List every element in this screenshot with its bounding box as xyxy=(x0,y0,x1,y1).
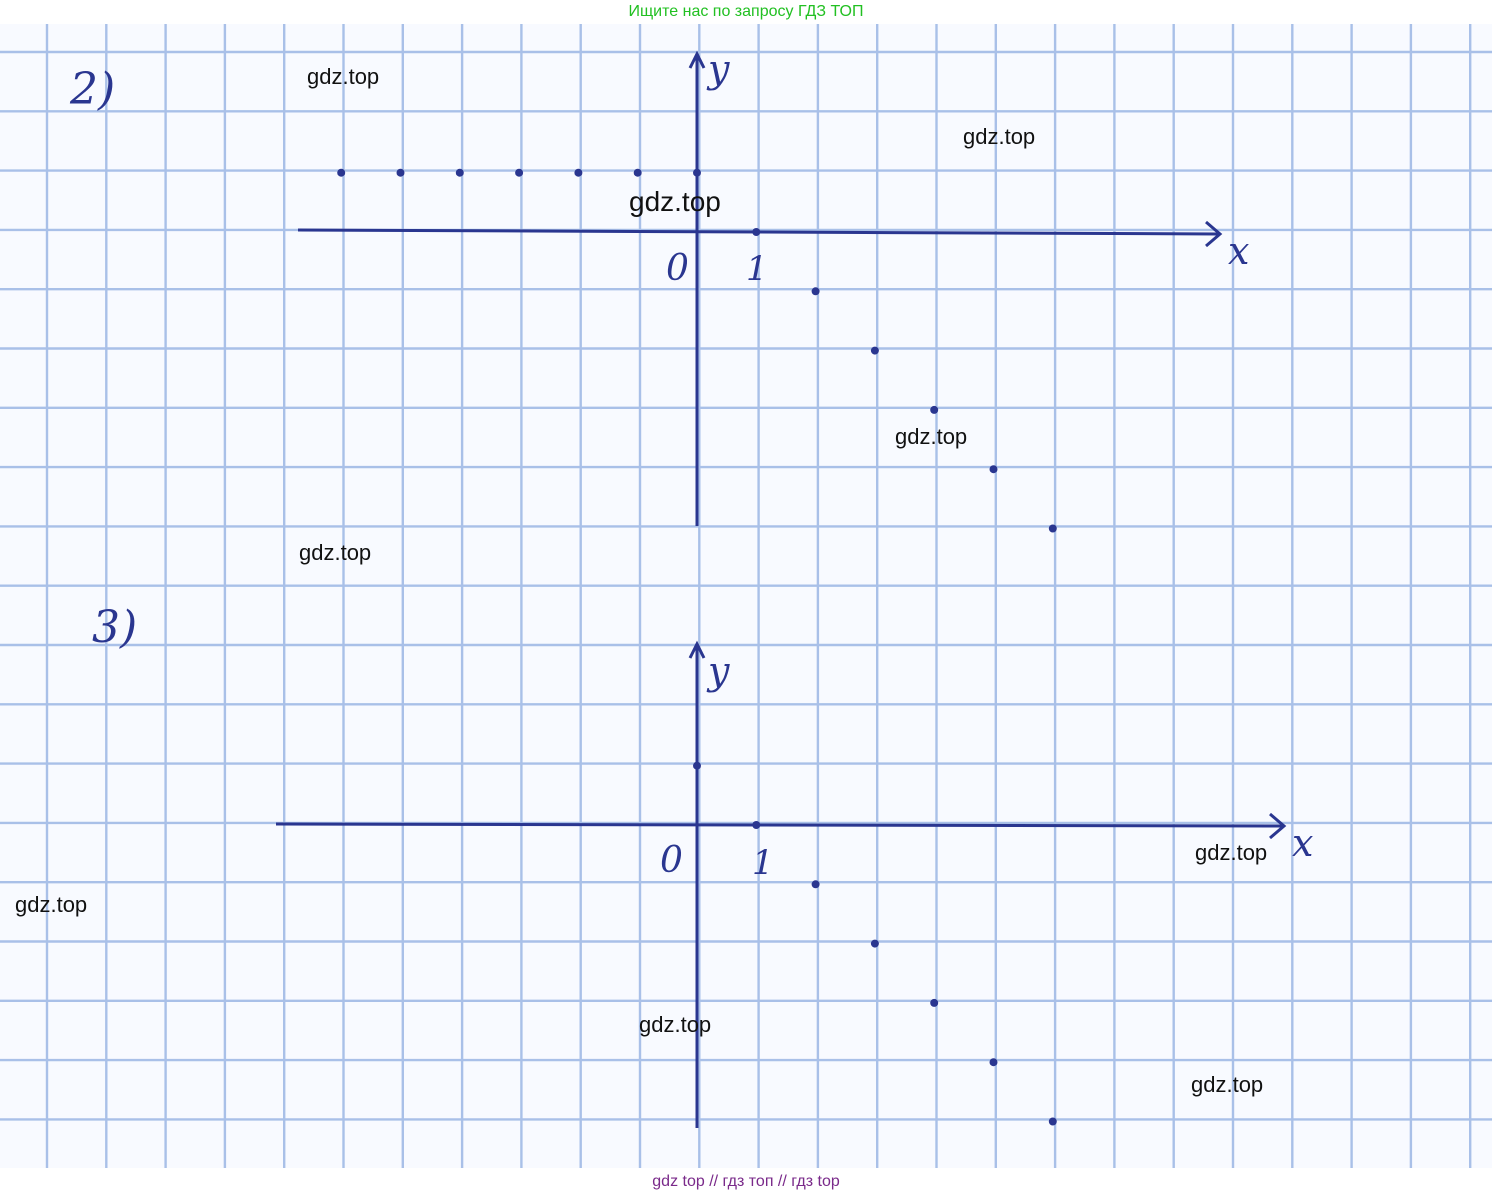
graph-2-y-arrow xyxy=(688,50,706,69)
watermark: gdz.top xyxy=(1191,1072,1264,1097)
graph-2-origin-label: 0 xyxy=(666,248,689,289)
watermark: gdz.top xyxy=(307,64,380,89)
graph-paper: 2) y x 0 1 3) y x 0 1 xyxy=(0,24,1492,1168)
graph-point xyxy=(811,880,820,889)
watermark: gdz.top xyxy=(1195,840,1268,865)
graph-2-points xyxy=(337,168,1057,533)
watermark: gdz.top xyxy=(963,124,1036,149)
graph-point xyxy=(1048,524,1057,533)
graph-point xyxy=(693,761,701,770)
watermark: gdz.top xyxy=(299,540,372,565)
graph-point xyxy=(1048,1117,1057,1126)
graph-point xyxy=(574,168,583,177)
graph-3-number-label: 3) xyxy=(92,602,137,653)
graph-point xyxy=(337,168,346,177)
bottom-banner: gdz top // гдз топ // гдз top xyxy=(652,1173,840,1190)
graph-point xyxy=(693,168,701,177)
watermark: gdz.top xyxy=(629,186,721,217)
grid-lines xyxy=(0,24,1492,1168)
graph-2-unit-label: 1 xyxy=(746,249,768,289)
graph-point xyxy=(870,346,879,355)
graph-2-x-label: x xyxy=(1228,229,1249,273)
graph-3: 3) y x 0 1 xyxy=(92,602,1313,1128)
graph-3-x-axis xyxy=(275,822,1285,828)
graph-3-y-label: y xyxy=(706,649,730,693)
top-banner: Ищите нас по запросу ГДЗ ТОП xyxy=(628,3,864,20)
graph-point xyxy=(752,821,761,829)
graph-point xyxy=(989,465,998,474)
graph-point xyxy=(989,1058,998,1067)
graph-point xyxy=(930,405,939,414)
graph-3-unit-label: 1 xyxy=(752,843,774,883)
graph-2-x-arrow xyxy=(1205,220,1223,248)
graph-3-x-arrow xyxy=(1269,812,1287,840)
graph-point xyxy=(396,168,405,177)
graph-2: 2) y x 0 1 xyxy=(69,47,1249,533)
graph-point xyxy=(930,998,939,1007)
graph-2-y-label: y xyxy=(706,47,730,91)
graph-point xyxy=(870,939,879,948)
graph-point xyxy=(633,168,642,177)
graph-3-x-label: x xyxy=(1292,821,1313,865)
watermark: gdz.top xyxy=(639,1012,712,1037)
watermark: gdz.top xyxy=(895,424,968,449)
graph-3-points xyxy=(693,761,1057,1126)
graph-3-origin-label: 0 xyxy=(660,840,683,881)
graph-3-y-arrow xyxy=(688,640,706,659)
graph-point xyxy=(752,228,761,236)
graph-point xyxy=(811,287,820,296)
graph-point xyxy=(455,168,464,177)
graph-point xyxy=(515,168,524,177)
graph-2-number-label: 2) xyxy=(69,64,115,115)
watermark: gdz.top xyxy=(15,892,88,917)
